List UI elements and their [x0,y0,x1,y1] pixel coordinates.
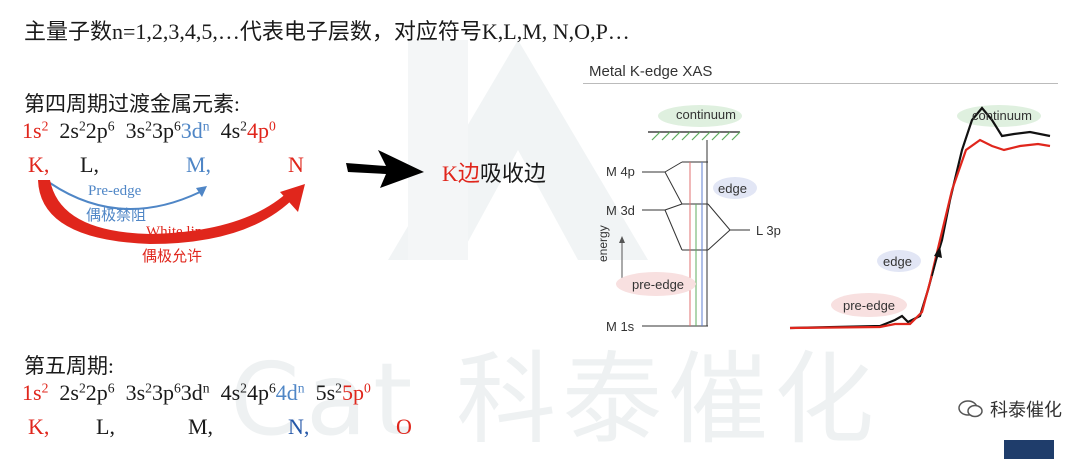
brand-name: 科泰催化 [990,400,1062,421]
level-l3p-label: L 3p [756,223,781,238]
p5-shell-n: N, [288,414,310,439]
white-line-cn-label: 偶极允许 [142,249,203,265]
white-line-label: White line [146,224,209,240]
period4-title: 第四周期过渡金属元素: [24,92,240,116]
period4-config: 1s2 2s22p6 3s23p63dn 4s24p0 [22,118,276,143]
xas-divider [583,83,1058,84]
spectrum-pre-edge-label: pre-edge [843,298,896,313]
corner-badge [1004,440,1054,459]
white-line-arrow [38,180,296,244]
level-pre-edge-label: pre-edge [632,277,685,292]
shell-k: K, [28,152,50,177]
p5-shell-m: M, [188,414,214,439]
brand: 科泰催化 [958,396,1062,422]
shell-l: L, [80,152,99,177]
period5-title: 第五周期: [24,354,114,378]
main-arrow [346,150,424,188]
wechat-icon [958,399,984,419]
shell-m: M, [186,152,212,177]
level-continuum-label: continuum [676,107,736,122]
p5-shell-l: L, [96,414,115,439]
xas-figure [616,105,1051,330]
xas-title: Metal K-edge XAS [589,63,713,80]
level-m1s-label: M 1s [606,319,635,334]
pre-edge-arrow [49,182,201,210]
transition-arrows [38,150,424,244]
pre-edge-cn-label: 偶极禁阻 [86,208,147,224]
k-edge-label: K边吸收边 [442,161,546,186]
level-m3d-label: M 3d [606,203,635,218]
period5-config: 1s2 2s22p6 3s23p63dn 4s24p64dn 5s25p0 [22,380,371,405]
headline: 主量子数n=1,2,3,4,5,…代表电子层数，对应符号K,L,M, N,O,P… [24,19,630,44]
pre-edge-arrowhead [196,186,207,197]
spectrum-continuum-label: continuum [972,108,1032,123]
shell-n: N [288,152,304,177]
watermark-text: Cat 科泰催化 [230,341,881,458]
spectrum-edge-label: edge [883,254,912,269]
p5-shell-k: K, [28,414,50,439]
level-m4p-label: M 4p [606,164,635,179]
watermark-logo [388,40,648,260]
p5-shell-o: O [396,414,412,439]
energy-axis-label: energy [596,225,610,262]
level-edge-label: edge [718,181,747,196]
pre-edge-label: Pre-edge [88,183,142,199]
white-line-arrowhead [280,184,305,212]
